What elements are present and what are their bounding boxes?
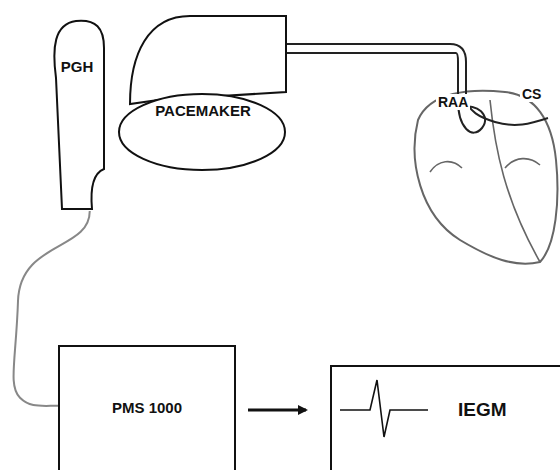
node-label: PMS 1000 bbox=[112, 399, 182, 416]
process-box: PMS 1000 bbox=[58, 345, 236, 470]
part-label: CS bbox=[520, 86, 543, 102]
pgh-outline bbox=[48, 18, 106, 211]
pacemaker-lead bbox=[286, 53, 485, 133]
iegm-waveform bbox=[340, 380, 428, 437]
pacemaker-node: PACEMAKER bbox=[118, 14, 288, 172]
node-label: PACEMAKER bbox=[155, 102, 251, 119]
pgh-node: PGH bbox=[48, 18, 106, 211]
heart-valve bbox=[430, 162, 462, 172]
part-label: RAA bbox=[436, 94, 470, 110]
iegm-outline bbox=[330, 365, 560, 470]
heart-outline bbox=[415, 91, 558, 264]
heart-valve bbox=[505, 159, 540, 168]
node-label: IEGM bbox=[458, 399, 507, 421]
pacemaker-outline bbox=[118, 14, 288, 172]
pacemaker-lead bbox=[286, 44, 548, 125]
node-label: PGH bbox=[61, 58, 94, 75]
iegm-node: IEGM bbox=[330, 365, 560, 470]
arrow-connector bbox=[248, 409, 306, 412]
